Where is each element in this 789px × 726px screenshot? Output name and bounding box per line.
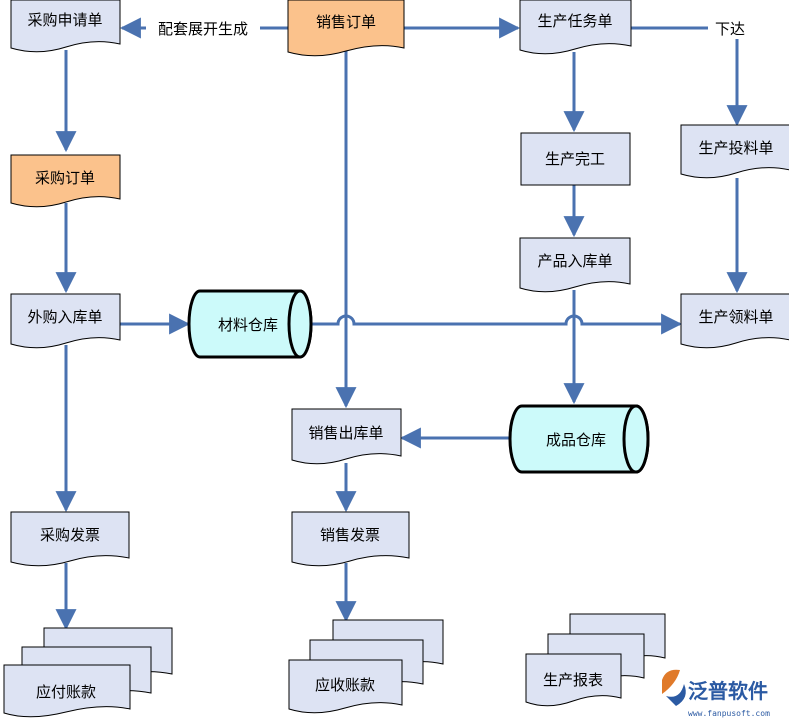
node-sales-outbound[interactable]: 销售出库单 [291,408,402,465]
product-inbound-label: 产品入库单 [537,252,612,270]
purchase-request-label: 采购申请单 [27,11,102,29]
purchase-order-label: 采购订单 [35,169,95,187]
node-accounts-receivable[interactable]: 应收账款 [288,619,444,714]
external-inbound-label: 外购入库单 [27,308,102,326]
node-production-task[interactable]: 生产任务单 [519,0,632,55]
node-external-inbound[interactable]: 外购入库单 [10,293,121,349]
logo-mark-icon [662,669,686,706]
edge-label-bundle: 配套展开生成 [146,17,260,39]
node-purchase-request[interactable]: 采购申请单 [10,0,121,53]
node-production-pick[interactable]: 生产领料单 [680,293,789,349]
sales-outbound-label: 销售出库单 [308,424,383,442]
node-sales-order[interactable]: 销售订单 [287,0,405,57]
production-report-label: 生产报表 [543,671,603,689]
accounts-payable-label: 应付账款 [36,683,96,701]
logo-url: www.fanpusoft.com [688,709,770,718]
issue-label: 下达 [715,20,745,38]
logo-name: 泛普软件 [688,679,768,703]
purchase-invoice-label: 采购发票 [40,526,100,544]
sales-order-label: 销售订单 [316,13,376,31]
node-accounts-payable[interactable]: 应付账款 [3,627,173,718]
node-material-warehouse[interactable]: 材料仓库 [187,289,313,359]
node-finished-warehouse[interactable]: 成品仓库 [508,404,650,474]
node-production-feed[interactable]: 生产投料单 [680,124,789,179]
node-purchase-order[interactable]: 采购订单 [10,154,121,208]
production-task-label: 生产任务单 [537,12,612,30]
edge-label-issue: 下达 [708,17,752,39]
sales-invoice-label: 销售发票 [320,526,380,544]
node-production-complete[interactable]: 生产完工 [520,132,631,186]
production-feed-label: 生产投料单 [698,139,773,157]
bundle-expand-label: 配套展开生成 [158,20,248,38]
node-product-inbound[interactable]: 产品入库单 [519,237,631,293]
finished-warehouse-label: 成品仓库 [546,431,606,449]
connectors [55,17,748,631]
edge-task-to-feed [631,26,748,127]
production-pick-label: 生产领料单 [698,308,773,326]
node-production-report[interactable]: 生产报表 [525,613,666,707]
edge-material-to-pick [312,313,683,335]
fanpu-logo: 泛普软件 www.fanpusoft.com [662,669,770,718]
material-warehouse-label: 材料仓库 [218,316,278,334]
production-complete-label: 生产完工 [545,150,605,168]
accounts-receivable-label: 应收账款 [315,676,375,694]
node-purchase-invoice[interactable]: 采购发票 [10,511,130,567]
node-sales-invoice[interactable]: 销售发票 [291,511,410,567]
